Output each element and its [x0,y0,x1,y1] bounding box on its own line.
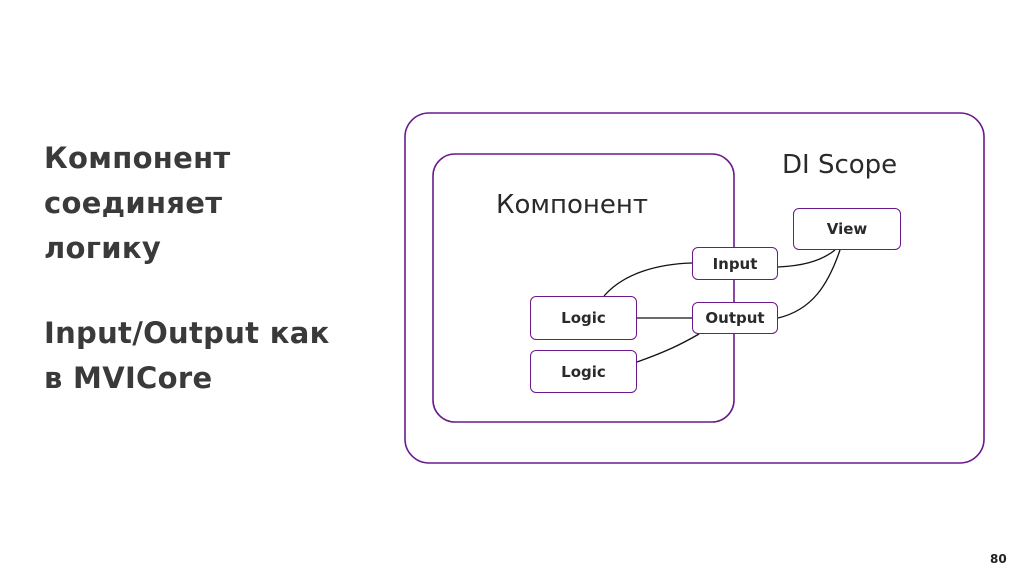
logic-node-bottom: Logic [530,350,637,393]
output-node: Output [692,302,778,334]
statement-input-output-mvicore: Input/Output как в MVICore [44,311,330,401]
connector-view-to-input [777,249,836,268]
component-label: Компонент [496,190,649,220]
component-frame [432,153,735,423]
view-node: View [793,208,901,250]
statement-line: Компонент [44,141,231,175]
statement-line: соединяет [44,186,223,220]
statement-line: логику [44,231,162,265]
statement-component-connects-logic: Компонент соединяет логику [44,136,231,271]
page-number: 80 [990,552,1007,566]
logic-node-top: Logic [530,296,637,340]
connector-view-to-output [777,249,841,319]
statement-line: в MVICore [44,361,213,395]
connector-logic-to-input [603,262,693,297]
statement-line: Input/Output как [44,316,330,350]
connector-output-to-logic [636,333,700,363]
di-scope-frame [404,112,985,464]
input-node: Input [692,247,778,280]
di-scope-label: DI Scope [782,150,898,180]
